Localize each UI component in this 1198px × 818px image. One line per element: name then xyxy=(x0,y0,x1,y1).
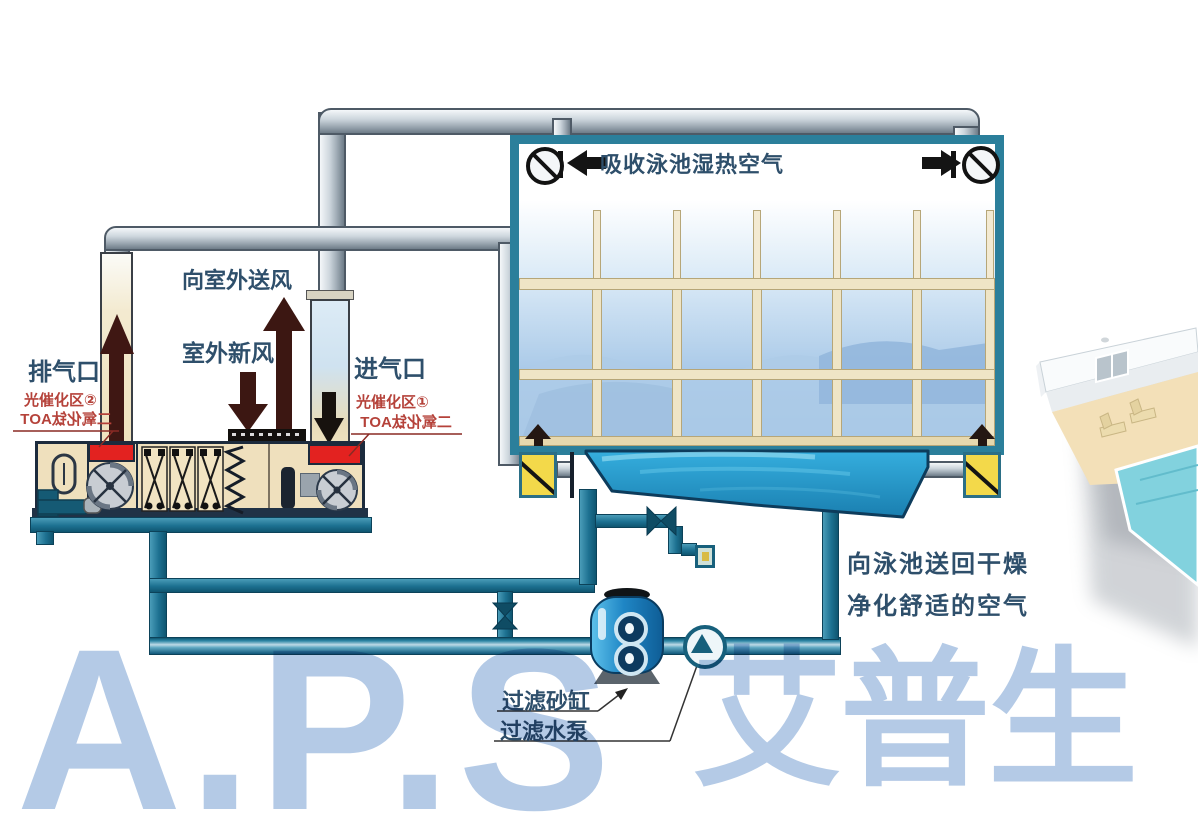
return-air-up-arrow-shaft xyxy=(978,438,987,446)
supply-pipe-vertical xyxy=(318,112,346,300)
window-post xyxy=(833,210,841,280)
window-post xyxy=(913,210,921,280)
supply-out-up-arrow-icon xyxy=(263,297,305,331)
pump-triangle xyxy=(691,634,713,653)
leader-arrowhead xyxy=(615,688,628,700)
window-mullion xyxy=(912,278,922,446)
pool-water xyxy=(584,449,930,519)
ahu-bottom-pipe xyxy=(30,517,372,533)
exhaust-up-arrow-shaft xyxy=(109,352,124,446)
intake-label: 进气口 xyxy=(354,356,426,383)
return-duct-valve-right-icon xyxy=(963,452,1001,498)
airflow-left-arrow-icon xyxy=(567,150,587,176)
branch-device-light xyxy=(702,552,709,561)
return-air-up-arrow-icon xyxy=(969,424,995,439)
porthole-dot xyxy=(625,653,634,664)
airflow-left-arrow-tail xyxy=(586,157,606,169)
ahu-gray-box xyxy=(300,473,320,497)
porthole-dot xyxy=(625,623,634,634)
pool-drain-pipe xyxy=(822,500,839,640)
pool-room xyxy=(510,135,1004,455)
fresh-air-down-arrow-shaft xyxy=(240,372,256,406)
sand-filter-porthole xyxy=(614,642,648,676)
supply-out-up-arrow-shaft xyxy=(276,329,292,442)
right-valve-supply-pipe xyxy=(884,461,966,478)
sand-filter-label: 过滤砂缸 xyxy=(502,689,591,714)
ahu-section-divider xyxy=(136,444,138,514)
sand-filter-highlight xyxy=(598,608,606,640)
ahu-dark-slot xyxy=(281,467,295,509)
window-sill xyxy=(519,436,995,446)
tio2-label: 二氧化钛AOT xyxy=(360,414,452,431)
return-air-label-line2: 净化舒适的空气 xyxy=(847,593,1029,620)
ahu-grille xyxy=(228,429,306,442)
tio2-label: 二氧化钛AOT xyxy=(20,411,112,428)
supply-damper-valve-icon xyxy=(962,146,1000,184)
window-post xyxy=(593,210,601,280)
absorb-air-label: 吸收泳池湿热空气 xyxy=(600,152,785,177)
photocatalytic-red-block-1 xyxy=(308,444,362,465)
return-duct-valve-left-icon xyxy=(519,452,557,498)
exhaust-damper-valve-icon xyxy=(526,147,564,185)
pool-skimmer-pipe xyxy=(579,489,597,585)
return-air-up-arrow-shaft xyxy=(534,438,543,446)
intake-down-arrow-icon xyxy=(314,418,344,444)
supply-pipe-horizontal xyxy=(318,108,980,135)
exhaust-up-arrow-icon xyxy=(100,314,134,354)
window-post xyxy=(753,210,761,280)
mini-pool-3d xyxy=(1036,327,1198,648)
return-air-label-line1: 向泳池送回干燥 xyxy=(847,551,1029,578)
window-mullion xyxy=(592,278,602,446)
airflow-right-arrow-tail xyxy=(922,157,942,169)
airflow-right-arrow-icon xyxy=(941,150,961,176)
intake-down-arrow-shaft xyxy=(322,392,336,420)
photocatalytic-zone-2-label: 光催化区② xyxy=(24,392,97,409)
return-air-up-arrow-icon xyxy=(525,424,551,439)
water-pipe-bottom-main xyxy=(149,637,841,655)
photocatalytic-red-block-2 xyxy=(88,443,135,462)
skimmer-branch-pipe xyxy=(595,514,675,528)
window-post xyxy=(986,210,994,280)
window-mullion xyxy=(985,278,995,446)
window-mullion xyxy=(752,278,762,446)
window-mullion xyxy=(832,278,842,446)
watermark-cjk: 艾普生 xyxy=(692,636,1138,804)
fresh-air-down-arrow-icon xyxy=(228,404,268,432)
exhaust-pipe-horizontal xyxy=(104,226,524,251)
sand-filter xyxy=(588,588,666,686)
ahu-section-divider xyxy=(268,444,270,514)
pump-label: 过滤水泵 xyxy=(500,719,589,744)
ahu-base-band xyxy=(32,508,368,518)
ahu-drain-stub xyxy=(36,531,54,545)
water-pipe-vertical-b xyxy=(497,591,513,641)
exhaust-outlet-label: 排气口 xyxy=(28,359,100,386)
window-beam xyxy=(519,369,995,380)
window-beam xyxy=(519,278,995,290)
left-valve-flange xyxy=(570,452,574,498)
fresh-air-label: 室外新风 xyxy=(182,340,274,366)
supply-outdoor-label: 向室外送风 xyxy=(182,268,293,293)
window-mullion xyxy=(672,278,682,446)
photocatalytic-zone-1-label: 光催化区① xyxy=(356,394,429,411)
window-post xyxy=(673,210,681,280)
water-pipe-mid-horizontal xyxy=(149,578,595,593)
